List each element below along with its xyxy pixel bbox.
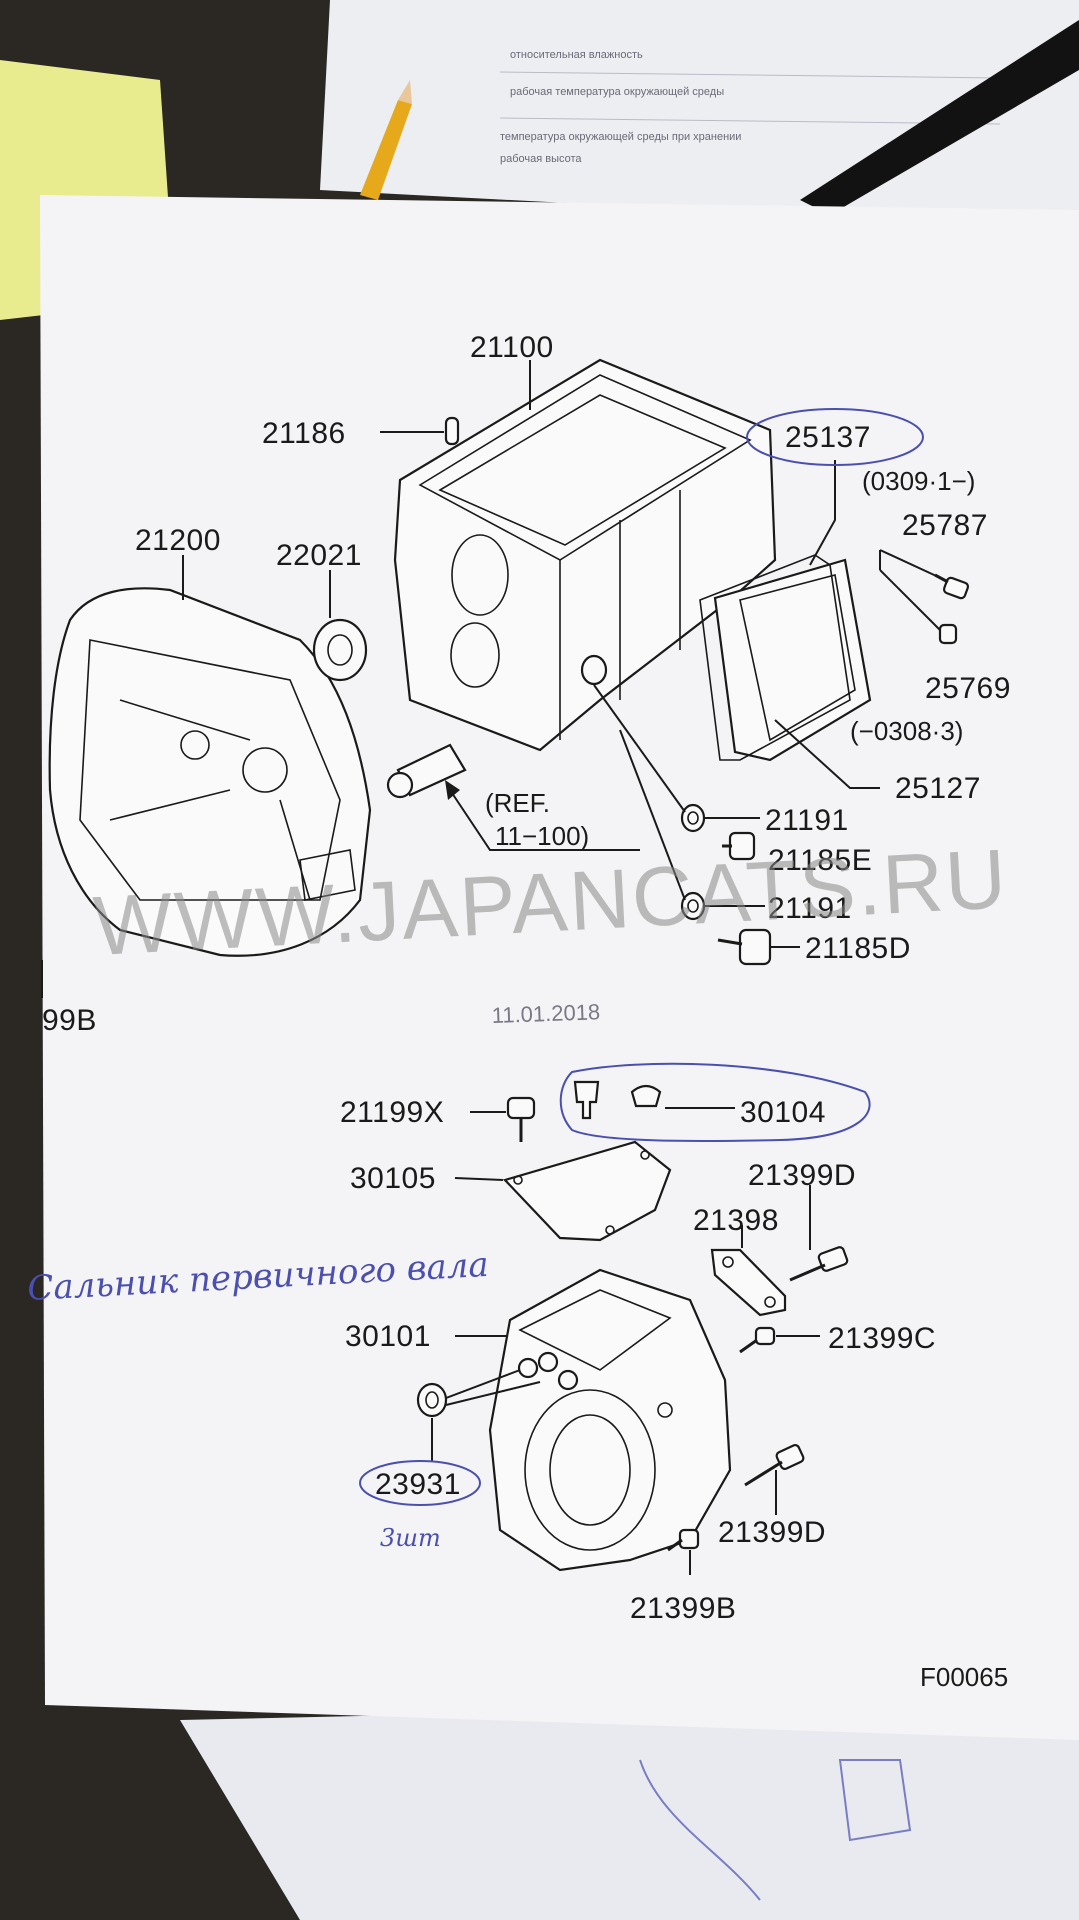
label-30105: 30105 [350,1162,436,1195]
date-stamp: 11.01.2018 [491,999,600,1028]
label-25137-range: (0309·1−) [862,466,975,496]
plate-21398 [710,1248,787,1317]
lower-paper [180,1700,1079,1920]
pen [800,20,1079,215]
plug-21185e [722,831,756,861]
bolt-21399b [667,1528,700,1552]
leader-ref [449,789,640,851]
label-30101: 30101 [345,1320,431,1353]
label-21199x: 21199X [340,1096,444,1129]
label-30104: 30104 [740,1096,826,1129]
housing-30101 [488,1268,732,1572]
label-21399d-bottom: 21399D [718,1516,826,1549]
label-23931: 23931 [375,1468,461,1501]
label-25787: 25787 [902,509,988,542]
bolt-21399d-bottom [744,1443,805,1487]
bolt-21399d-top [789,1246,849,1282]
label-99b: 99B [42,1004,97,1037]
label-21399c: 21399C [828,1322,936,1355]
clutch-housing-21200 [48,587,372,957]
handwritten-qty: 3шт [380,1524,441,1552]
figure-code: F00065 [920,1662,1008,1692]
bolt-25769 [938,623,958,645]
label-25137: 25137 [785,421,871,454]
label-21185d-top: 21185D [805,932,911,965]
label-21399d-top: 21399D [748,1159,856,1192]
bolt-21199x [506,1096,536,1142]
label-25127: 25127 [895,772,981,805]
washer-21191-a [680,803,706,833]
ref-part-11-100 [386,743,467,799]
doc-line-2: рабочая температура окружающей среды [510,86,724,98]
leader-25127 [774,719,880,789]
oil-seal-23931 [416,1382,448,1418]
label-21185e: 21185E [768,844,872,877]
pin-21186 [444,416,460,446]
label-21100: 21100 [470,331,554,364]
label-22021: 22021 [276,539,362,572]
label-21398: 21398 [693,1204,779,1237]
pen-circle-25137 [746,408,924,466]
label-21399b: 21399B [630,1592,736,1625]
washer-21191-b [680,891,706,921]
doc-line-3: температура окружающей среды при хранени… [500,131,741,143]
label-25769: 25769 [925,672,1011,705]
label-21191-a: 21191 [765,804,849,837]
transmission-case-21100 [393,358,777,752]
label-ref-line1: (REF. [485,788,550,818]
plugs-30104 [573,1080,662,1120]
label-ref-line2: 11−100) [495,821,589,851]
label-21186: 21186 [262,417,346,450]
pen-circle-23931 [359,1460,481,1506]
leader-25137 [809,460,836,566]
label-21200: 21200 [135,524,221,557]
bolt-21399c [739,1326,776,1354]
pencil [360,100,412,200]
doc-line-4: рабочая высота [500,153,582,165]
bearing-22021 [312,618,368,682]
label-25769-range: (−0308·3) [850,716,963,746]
label-21191-b: 21191 [768,892,852,925]
pen-circle-30104 [559,1062,871,1142]
doc-line-1: относительная влажность [510,49,643,61]
cover-30105 [502,1140,672,1242]
